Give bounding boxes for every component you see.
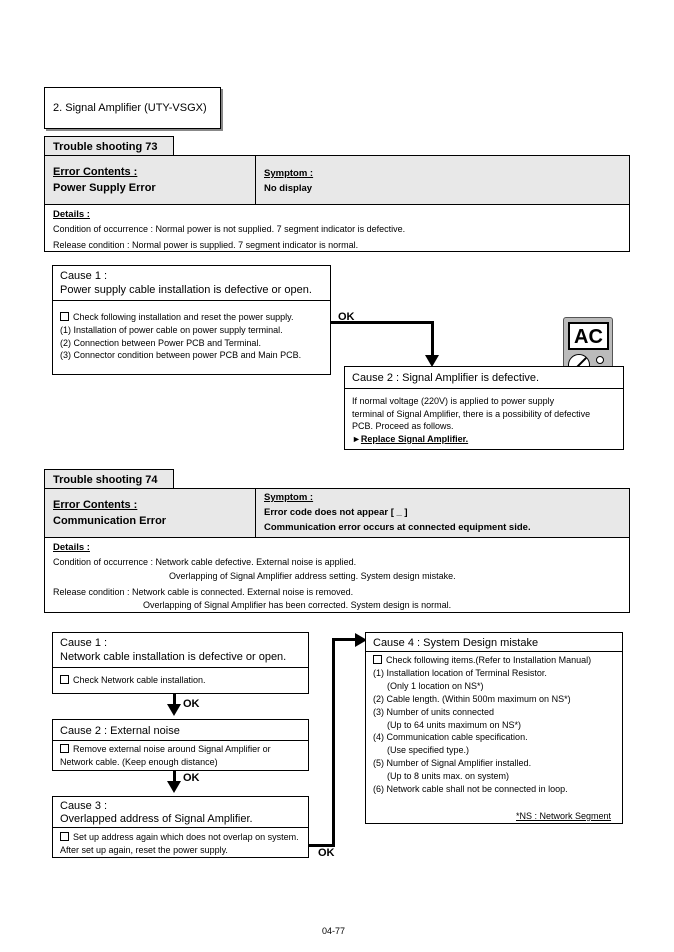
checkbox-icon <box>373 655 382 665</box>
ts73-symptom-label: Symptom : <box>264 168 314 179</box>
text-line: Set up address again which does not over… <box>73 832 299 842</box>
text-line: Network cable. (Keep enough distance) <box>60 756 218 767</box>
connector-line <box>332 638 335 847</box>
ts73-cause1-check: Check following installation and reset t… <box>60 311 293 324</box>
connector-line <box>431 321 434 359</box>
list-item: (Only 1 location on NS*) <box>387 680 484 691</box>
ts74-cause1-check-text: Check Network cable installation. <box>73 675 206 685</box>
pointer-icon: ► <box>352 433 361 444</box>
text-line: terminal of Signal Amplifier, there is a… <box>352 408 591 419</box>
arrow-head <box>167 781 181 793</box>
ts74-detail-line: Release condition : Network cable is con… <box>53 587 354 597</box>
connector-line <box>309 844 334 847</box>
ts73-ok-label: OK <box>338 311 355 323</box>
ts74-cause1-box <box>52 632 309 694</box>
connector-line <box>173 694 176 706</box>
ts73-cause2-action: ►Replace Signal Amplifier. <box>352 433 469 444</box>
text-line: After set up again, reset the power supp… <box>60 844 228 855</box>
list-item: (Use specified type.) <box>387 745 470 756</box>
ts73-cause1-check-text: Check following installation and reset t… <box>73 312 294 322</box>
list-item: (6) Network cable shall not be connected… <box>373 784 568 795</box>
list-item: (1) Installation location of Terminal Re… <box>373 667 547 678</box>
ts74-cause3-text: Overlapped address of Signal Amplifier. <box>60 813 253 825</box>
list-item: (3) Number of units connected <box>373 706 495 717</box>
ts74-detail-line: Overlapping of Signal Amplifier address … <box>169 571 456 581</box>
ts73-error-contents-label: Error Contents : <box>53 166 138 178</box>
arrow-head <box>425 355 439 367</box>
ts73-cause2-box <box>344 366 624 450</box>
list-item: (2) Connection between Power PCB and Ter… <box>60 337 261 348</box>
ts74-detail-line: Overlapping of Signal Amplifier has been… <box>143 600 452 610</box>
ts74-details-label: Details : <box>53 542 90 553</box>
connector-line <box>332 638 358 641</box>
list-item: (Up to 64 units maximum on NS*) <box>387 719 522 730</box>
ts74-cause1-title: Cause 1 : <box>60 637 108 649</box>
ts74-error-contents-label: Error Contents : <box>53 499 138 511</box>
ts74-cause2-title: Cause 2 : External noise <box>60 725 180 737</box>
ts74-footnote: *NS : Network Segment <box>516 811 612 821</box>
ts74-cause4-box <box>365 632 623 824</box>
list-item: (1) Installation of power cable on power… <box>60 325 283 335</box>
checkbox-icon <box>60 675 69 685</box>
ts74-cause1-check: Check Network cable installation. <box>60 674 206 687</box>
list-item: (Up to 8 units max. on system) <box>387 771 510 782</box>
list-item: (2) Cable length. (Within 500m maximum o… <box>373 693 571 704</box>
ts74-cause2-box <box>52 719 309 771</box>
ts74-detail-line: Condition of occurrence : Network cable … <box>53 557 357 567</box>
ac-meter-display: AC <box>568 322 609 350</box>
ts74-ok-label: OK <box>183 698 200 710</box>
ts74-cause1-text: Network cable installation is defective … <box>60 651 287 663</box>
list-item: (3) Connector condition between power PC… <box>60 350 302 361</box>
text-line: Check following items.(Refer to Installa… <box>386 655 592 665</box>
ts73-cause2-text: If normal voltage (220V) is applied to p… <box>352 395 622 445</box>
ts73-symptom: No display <box>264 183 313 194</box>
ts73-error-contents: Power Supply Error <box>53 182 156 194</box>
ts74-symptom-line: Error code does not appear [ _ ] <box>264 507 408 518</box>
text-line: PCB. Proceed as follows. <box>352 421 454 432</box>
ts74-symptom-label: Symptom : <box>264 492 314 503</box>
checkbox-icon <box>60 744 69 754</box>
ts73-cause1-title: Cause 1 : <box>60 270 108 282</box>
connector-line <box>173 771 176 783</box>
ts73-cause1-box <box>52 265 331 375</box>
connector-line <box>331 321 433 324</box>
ts74-cause3-lines: Set up address again which does not over… <box>60 831 299 856</box>
ts73-details-label: Details : <box>53 209 90 220</box>
checkbox-icon <box>60 832 69 842</box>
list-item: (4) Communication cable specification. <box>373 732 528 743</box>
text-line: If normal voltage (220V) is applied to p… <box>352 396 555 406</box>
list-item: (5) Number of Signal Amplifier installed… <box>373 758 532 769</box>
text-line: Remove external noise around Signal Ampl… <box>73 744 271 754</box>
ts74-tab: Trouble shooting 74 <box>44 469 174 489</box>
section-title: 2. Signal Amplifier (UTY-VSGX) <box>44 87 221 129</box>
ts74-cause4-title: Cause 4 : System Design mistake <box>373 637 539 649</box>
ts74-ok-label: OK <box>318 847 335 859</box>
page-number: 04-77 <box>322 926 346 936</box>
ts73-detail-line: Release condition : Normal power is supp… <box>53 240 359 250</box>
ts73-error-row <box>45 156 629 205</box>
ts73-detail-line: Condition of occurrence : Normal power i… <box>53 224 406 234</box>
ts74-error-contents: Communication Error <box>53 515 167 527</box>
arrow-head <box>167 704 181 716</box>
ts74-ok-label: OK <box>183 772 200 784</box>
ts74-cause3-title: Cause 3 : <box>60 800 108 812</box>
terminal-icon <box>596 356 604 364</box>
ts73-cause1-text: Power supply cable installation is defec… <box>60 284 312 296</box>
ts73-cause1-items: (1) Installation of power cable on power… <box>60 324 301 362</box>
checkbox-icon <box>60 312 69 322</box>
ts74-cause4-list: Check following items.(Refer to Installa… <box>373 654 591 796</box>
arrow-head <box>355 633 367 647</box>
ts74-error-row <box>45 489 629 538</box>
ts74-symptom-line: Communication error occurs at connected … <box>264 522 531 533</box>
ts74-cause2-text: Remove external noise around Signal Ampl… <box>60 743 271 768</box>
ts73-cause2-title: Cause 2 : Signal Amplifier is defective. <box>352 372 540 384</box>
